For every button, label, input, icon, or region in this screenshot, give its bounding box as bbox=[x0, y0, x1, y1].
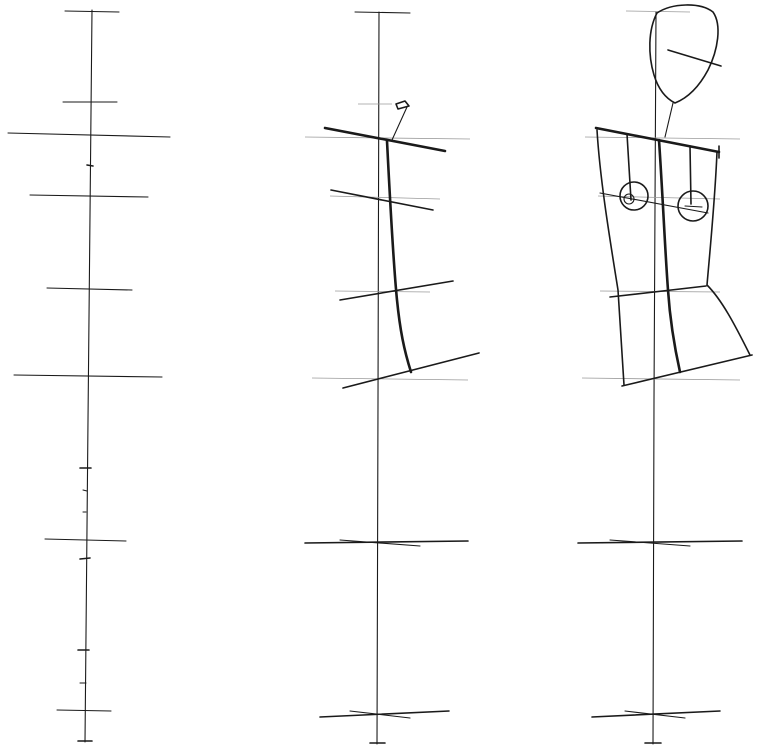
panel-torso-block bbox=[578, 5, 752, 744]
faint-guide-shoulder bbox=[585, 137, 740, 139]
guide-tick-3 bbox=[83, 490, 87, 491]
guide-tick-1 bbox=[87, 165, 93, 166]
neck-line bbox=[392, 107, 407, 140]
torso-outline-right bbox=[707, 152, 750, 355]
shoulder-bar bbox=[596, 128, 719, 152]
princess-line-left bbox=[627, 134, 631, 200]
neck-line bbox=[665, 103, 673, 137]
faint-guide-hip bbox=[312, 378, 468, 380]
guide-mark-ankle bbox=[320, 711, 449, 717]
guide-mark-ankle bbox=[57, 710, 111, 711]
faint-guide-hip bbox=[582, 378, 740, 380]
guide-mark-knee bbox=[45, 539, 126, 541]
bust-line bbox=[600, 193, 708, 213]
torso-outline-left bbox=[597, 130, 624, 385]
princess-line-right bbox=[690, 146, 691, 204]
panel-torso-axis bbox=[305, 12, 479, 744]
guide-mark-knee bbox=[305, 541, 468, 543]
guide-mark-shoulder bbox=[8, 133, 170, 137]
guide-mark-ankle bbox=[592, 711, 720, 717]
guide-mark-knee bbox=[578, 541, 742, 543]
spine-curve bbox=[387, 141, 411, 372]
bust-line bbox=[331, 190, 433, 210]
shoulder-line bbox=[325, 128, 445, 151]
bust-point-right bbox=[685, 206, 702, 207]
body-center-line bbox=[659, 140, 680, 372]
guide-mark-head-top bbox=[355, 12, 410, 13]
faint-guide-waist bbox=[335, 291, 430, 292]
guide-tick-5 bbox=[80, 558, 90, 559]
bust-circle-left bbox=[620, 182, 648, 210]
faint-guide-bust bbox=[330, 196, 440, 199]
panel-proportion-guide bbox=[8, 10, 170, 742]
guide-mark-bust bbox=[30, 195, 148, 197]
guide-mark-head-top bbox=[65, 11, 119, 12]
hip-line bbox=[622, 355, 752, 386]
